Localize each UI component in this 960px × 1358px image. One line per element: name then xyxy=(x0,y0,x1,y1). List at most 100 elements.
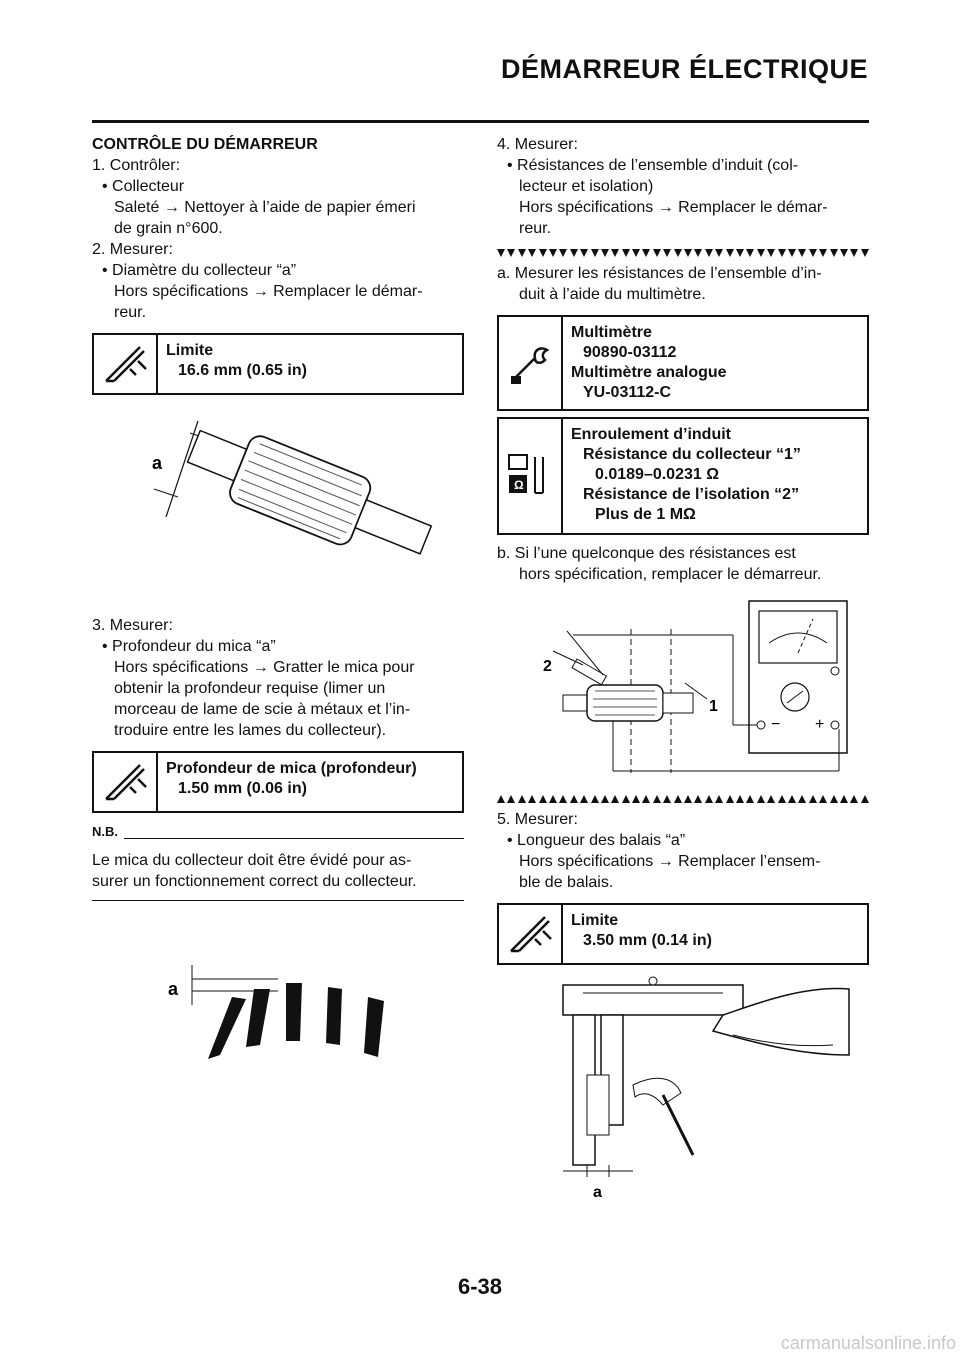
step-3: 3. Mesurer: xyxy=(92,617,173,634)
triangle-up-marker xyxy=(777,795,786,803)
sub-step-b: b. Si l’une quelconque des résistances e… xyxy=(497,545,796,562)
triangle-down-marker xyxy=(517,249,526,257)
step-4: 4. Mesurer: xyxy=(497,136,578,153)
tool-number-2: YU-03112-C xyxy=(583,384,672,401)
triangle-up-marker xyxy=(663,795,672,803)
step-3-text-2: obtenir la profondeur requise (limer un xyxy=(114,680,386,697)
step-3-text-1: Hors spécifications → Gratter le mica po… xyxy=(114,659,415,676)
triangle-down-marker xyxy=(580,249,589,257)
triangle-up-marker xyxy=(528,795,537,803)
triangle-up-marker xyxy=(839,795,848,803)
header-rule xyxy=(92,120,869,123)
multimeter-diagram: − + 2 1 xyxy=(543,600,848,773)
triangle-down-marker xyxy=(611,249,620,257)
triangle-down-marker xyxy=(559,249,568,257)
triangle-down-marker xyxy=(528,249,537,257)
minus-terminal-label: − xyxy=(771,716,780,733)
step-2-text: Hors spécifications → Remplacer le démar… xyxy=(114,283,423,300)
triangle-down-marker xyxy=(735,249,744,257)
triangle-down-marker xyxy=(673,249,682,257)
step-3-text-4: troduire entre les lames du collecteur). xyxy=(114,722,387,739)
note-label: N.B. xyxy=(92,824,118,839)
triangle-down-marker xyxy=(725,249,734,257)
spec-text: Limite 3.50 mm (0.14 in) xyxy=(563,905,720,963)
triangle-down-marker xyxy=(798,249,807,257)
triangle-up-marker xyxy=(756,795,765,803)
triangle-down-marker xyxy=(632,249,641,257)
diameter-label: a xyxy=(152,453,163,473)
step-1-bullet: • Collecteur xyxy=(102,178,185,195)
triangle-down-marker xyxy=(756,249,765,257)
spec-box-resistance: Ω Enroulement d’induit Résistance du col… xyxy=(497,417,869,535)
triangle-up-marker xyxy=(580,795,589,803)
triangle-down-marker xyxy=(704,249,713,257)
spec-box-limit: Limite 16.6 mm (0.65 in) xyxy=(92,333,464,395)
spec-title: Limite xyxy=(166,342,214,359)
resistance-icon: Ω xyxy=(499,419,563,533)
triangle-up-marker xyxy=(652,795,661,803)
spec-text: Profondeur de mica (profondeur) 1.50 mm … xyxy=(158,753,425,811)
spec-value-insulation: Plus de 1 MΩ xyxy=(595,506,696,523)
triangle-down-marker xyxy=(819,249,828,257)
triangle-up-marker xyxy=(787,795,796,803)
triangle-up-marker xyxy=(538,795,547,803)
procedure-end-marker xyxy=(497,795,869,805)
procedure-start-marker xyxy=(497,249,869,259)
triangle-up-marker xyxy=(497,795,505,803)
triangle-up-marker xyxy=(621,795,630,803)
brush-length-label: a xyxy=(593,1184,602,1201)
triangle-down-marker xyxy=(548,249,557,257)
tool-box: Multimètre 90890-03112 Multimètre analog… xyxy=(497,315,869,411)
triangle-down-marker xyxy=(860,249,869,257)
step-5-bullet: • Longueur des balais “a” xyxy=(507,832,686,849)
triangle-up-marker xyxy=(569,795,578,803)
page-number: 6-38 xyxy=(457,1274,503,1299)
triangle-up-marker xyxy=(507,795,516,803)
step-1-text-2: de grain n°600. xyxy=(114,220,223,237)
spec-text: Enroulement d’induit Résistance du colle… xyxy=(563,419,809,533)
commutator-probe-label: 1 xyxy=(709,698,718,715)
triangle-down-marker xyxy=(663,249,672,257)
note-rule xyxy=(124,838,464,839)
triangle-down-marker xyxy=(787,249,796,257)
caliper-icon xyxy=(94,753,158,811)
tool-name: Multimètre xyxy=(571,324,652,341)
step-1-text: Saleté → Nettoyer à l’aide de papier éme… xyxy=(114,199,416,216)
left-column: CONTRÔLE DU DÉMARREUR 1. Contrôler: • Co… xyxy=(92,134,464,1083)
triangle-up-marker xyxy=(632,795,641,803)
triangle-down-marker xyxy=(684,249,693,257)
triangle-down-marker xyxy=(839,249,848,257)
triangle-down-marker xyxy=(497,249,505,257)
step-5: 5. Mesurer: xyxy=(497,811,578,828)
triangle-up-marker xyxy=(548,795,557,803)
page-title: DÉMARREUR ÉLECTRIQUE xyxy=(500,54,868,84)
triangle-up-marker xyxy=(735,795,744,803)
triangle-down-marker xyxy=(767,249,776,257)
tool-number: 90890-03112 xyxy=(583,344,677,361)
triangle-up-marker xyxy=(829,795,838,803)
triangle-down-marker xyxy=(850,249,859,257)
triangle-up-marker xyxy=(673,795,682,803)
plus-terminal-label: + xyxy=(815,716,824,733)
triangle-up-marker xyxy=(642,795,651,803)
step-2: 2. Mesurer: xyxy=(92,241,173,258)
triangle-down-marker xyxy=(569,249,578,257)
spec-title: Limite xyxy=(571,912,619,929)
triangle-up-marker xyxy=(517,795,526,803)
note-header: N.B. xyxy=(92,821,464,842)
triangle-up-marker xyxy=(600,795,609,803)
brush-caliper-diagram: a xyxy=(562,976,850,1201)
note-text-1: Le mica du collecteur doit être évidé po… xyxy=(92,852,412,869)
spec-box-brush-limit: Limite 3.50 mm (0.14 in) xyxy=(497,903,869,965)
triangle-up-marker xyxy=(819,795,828,803)
spec-value: 1.50 mm (0.06 in) xyxy=(178,780,307,797)
footer-watermark: carmanualsonline.info xyxy=(780,1333,956,1353)
triangle-up-marker xyxy=(715,795,724,803)
triangle-up-marker xyxy=(684,795,693,803)
triangle-down-marker xyxy=(652,249,661,257)
triangle-up-marker xyxy=(808,795,817,803)
spec-label-commutator: Résistance du collecteur “1” xyxy=(583,446,801,463)
triangle-down-marker xyxy=(621,249,630,257)
caliper-icon xyxy=(499,905,563,963)
triangle-up-marker xyxy=(704,795,713,803)
